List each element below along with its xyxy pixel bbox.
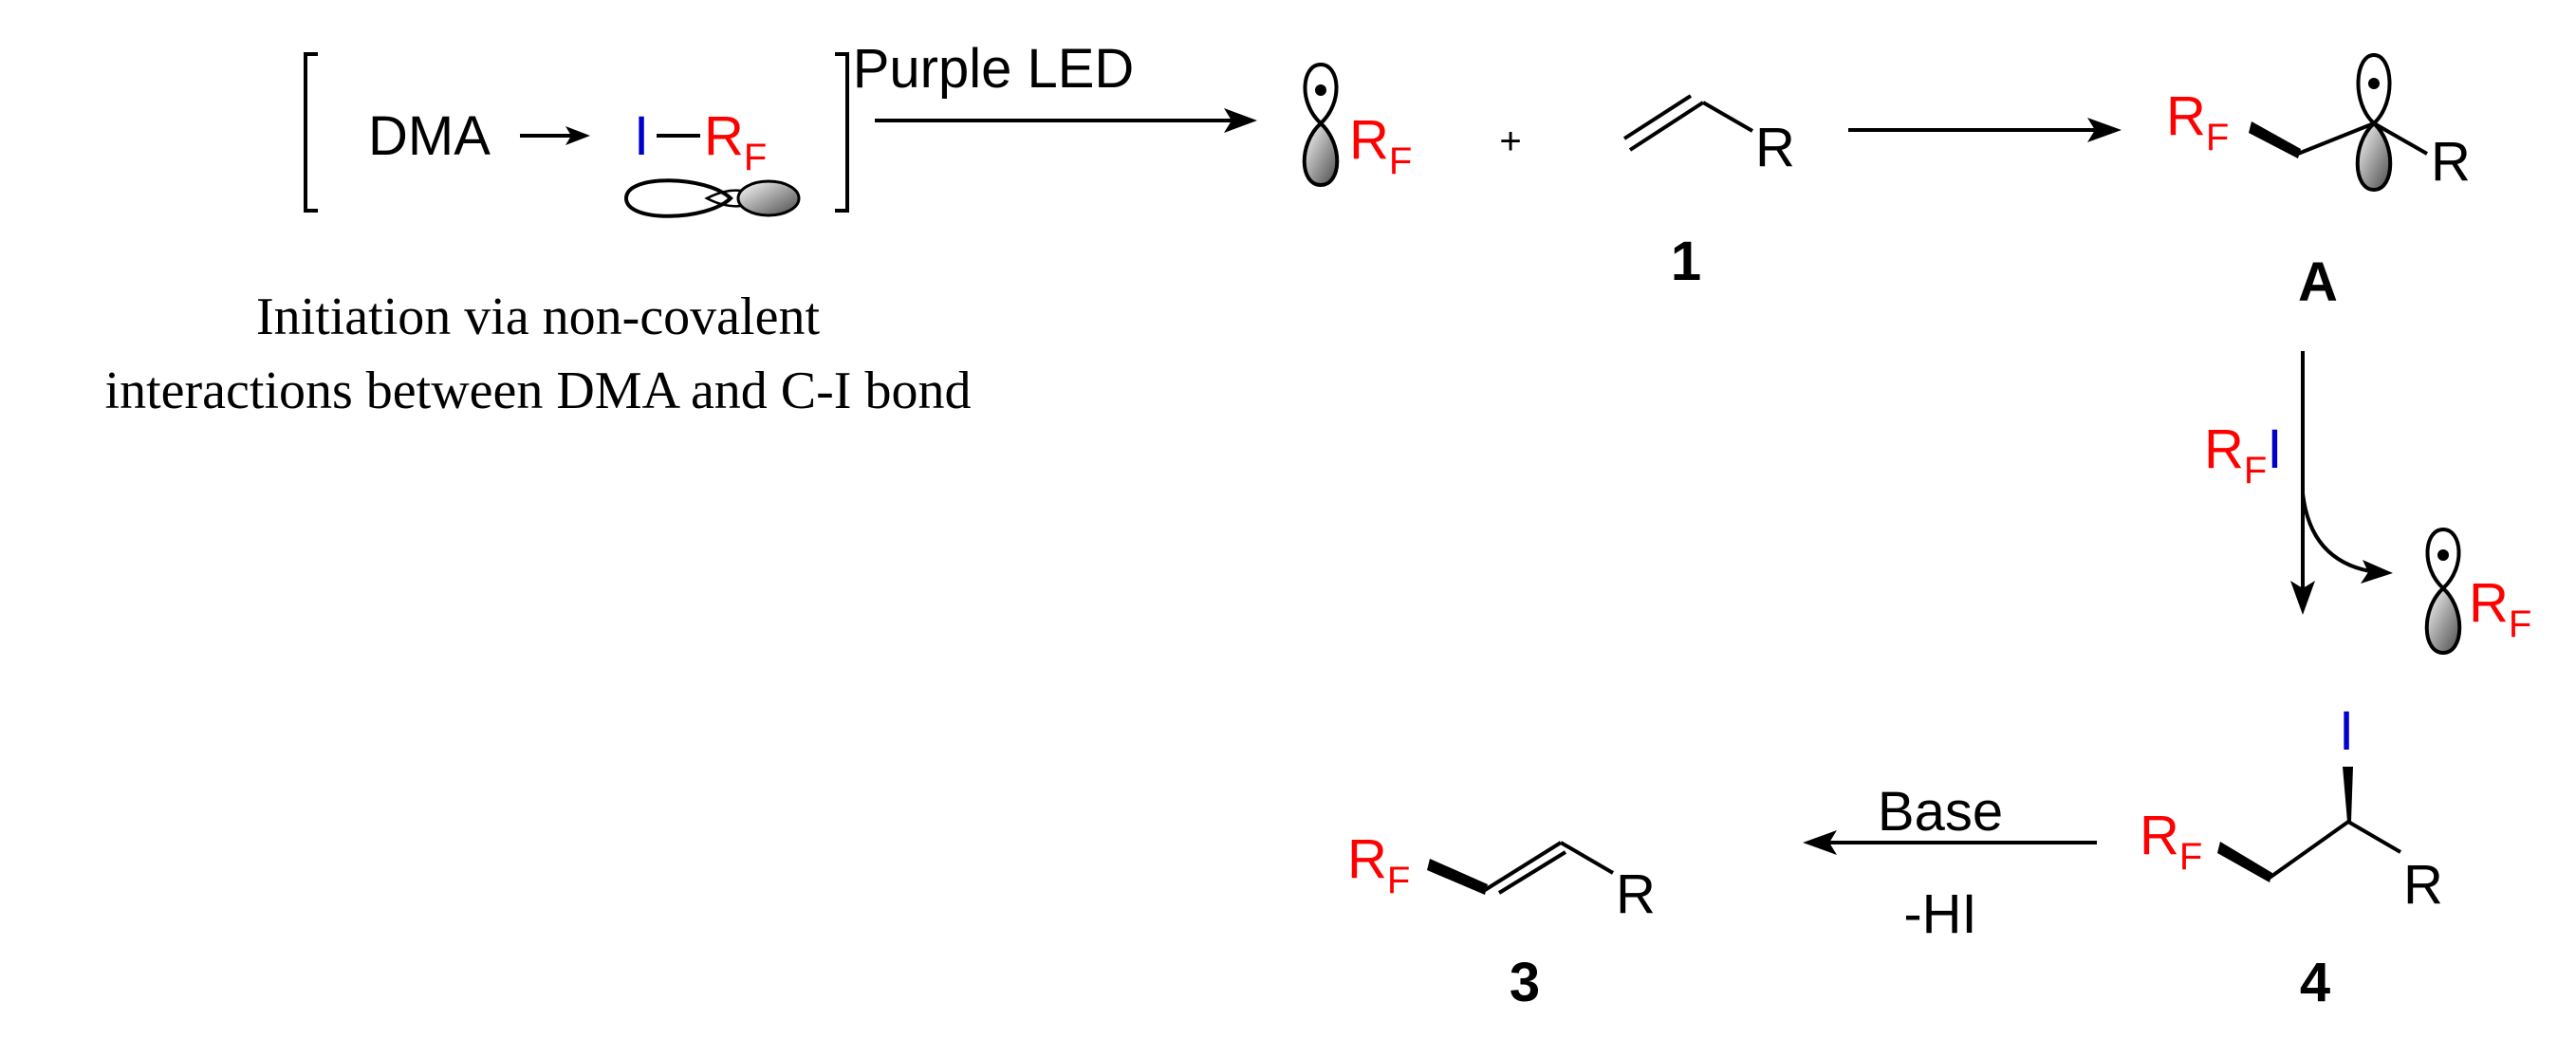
wedge-bond [2343, 767, 2353, 822]
alkene-1: R 1 [1622, 94, 1795, 292]
iodide-4: I RF R 4 [2140, 700, 2443, 1013]
curved-arrow-icon [2301, 492, 2393, 584]
compound-4-number: 4 [2300, 952, 2330, 1013]
arrow-icon [520, 126, 590, 145]
rf-label: RF [704, 105, 767, 178]
arrow-icon [875, 108, 1257, 133]
iodide-rf-label: RF [2140, 805, 2202, 878]
intermediate-a-label: A [2298, 251, 2338, 313]
base-label: Base [1878, 781, 2003, 843]
p-orbital-icon [2424, 527, 2462, 656]
arrow-icon [2290, 351, 2315, 615]
rfi-reagent-label: RFI [2204, 418, 2282, 492]
compound-3-number: 3 [1510, 952, 1540, 1013]
p-orbital-icon [2355, 52, 2393, 193]
iodide-r-label: R [2403, 854, 2443, 916]
initiation-caption-line2: interactions between DMA and C-I bond [105, 362, 972, 420]
a-rf-label: RF [2166, 85, 2229, 158]
iodine-label: I [634, 105, 649, 167]
wedge-bond [2249, 121, 2301, 158]
p-orbital-icon [1302, 62, 1340, 188]
product-3: RF R 3 [1347, 828, 1656, 1013]
dma-label: DMA [368, 105, 491, 167]
regenerated-rf-radical: RF [2424, 527, 2531, 656]
intermediate-A: RF R A [2166, 52, 2471, 313]
photo-arrow: Purple LED [853, 38, 1257, 133]
regen-rf-label: RF [2469, 572, 2531, 645]
rf-radical: RF [1302, 62, 1412, 188]
wedge-bond [1427, 859, 1488, 895]
wedge-bond [2217, 842, 2272, 882]
a-r-label: R [2431, 131, 2471, 193]
iodide-iodine-label: I [2339, 700, 2354, 762]
alkene-r-label: R [1755, 117, 1795, 178]
initiation-complex: DMA I RF Initiation via non-covalent int… [105, 52, 972, 420]
arrow-icon [1848, 118, 2122, 142]
initiation-caption-line1: Initiation via non-covalent [256, 288, 820, 346]
purple-led-label: Purple LED [853, 38, 1135, 100]
hi-label: -HI [1903, 883, 1976, 945]
right-bracket [835, 52, 849, 213]
radical-rf-label: RF [1349, 109, 1412, 182]
arrow-icon [1803, 830, 2097, 855]
product-rf-label: RF [1347, 828, 1410, 901]
plus-sign: + [1499, 121, 1521, 162]
compound-1-number: 1 [1671, 231, 1701, 292]
iodine-transfer-arrow: RFI [2204, 351, 2393, 615]
product-r-label: R [1616, 863, 1656, 925]
sigma-star-orbital-icon [623, 178, 801, 218]
elimination-arrow: Base -HI [1803, 781, 2097, 945]
left-bracket [304, 52, 318, 213]
